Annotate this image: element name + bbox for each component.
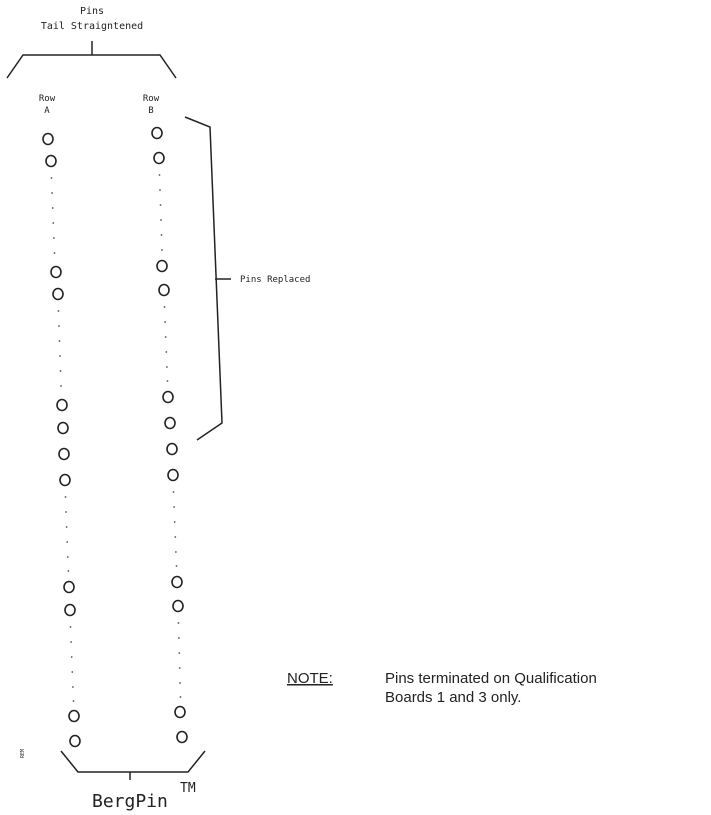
pin bbox=[164, 416, 176, 430]
pins-replaced-bracket bbox=[184, 116, 223, 441]
note-text-line1: Pins terminated on Qualification bbox=[385, 670, 597, 687]
side-mark: REM bbox=[20, 749, 26, 758]
bottom-bracket bbox=[60, 750, 206, 773]
pin bbox=[58, 447, 70, 461]
row-b-dots bbox=[158, 174, 182, 698]
pin bbox=[176, 730, 188, 744]
pin bbox=[158, 283, 170, 297]
pins-replaced-label: Pins Replaced bbox=[240, 275, 310, 285]
row-a-label: Row bbox=[39, 94, 56, 104]
pin bbox=[162, 390, 174, 404]
row-b-pins bbox=[151, 126, 188, 744]
note-text-line2: Boards 1 and 3 only. bbox=[385, 689, 521, 706]
pin bbox=[63, 580, 75, 594]
pin bbox=[59, 473, 71, 487]
pin bbox=[57, 421, 69, 435]
pin bbox=[42, 132, 54, 146]
row-a-pins bbox=[42, 132, 81, 748]
pin bbox=[56, 398, 68, 412]
pin bbox=[153, 151, 165, 165]
row-b-label: Row bbox=[143, 94, 160, 104]
row-a-letter: A bbox=[44, 106, 50, 116]
note-label: NOTE: bbox=[287, 670, 333, 687]
trademark-mark: TM bbox=[180, 781, 196, 796]
pin bbox=[171, 575, 183, 589]
bergpin-label: BergPin bbox=[92, 791, 168, 812]
pin bbox=[50, 265, 62, 279]
pin bbox=[52, 287, 64, 301]
top-label-pins: Pins bbox=[80, 6, 104, 17]
pin bbox=[151, 126, 163, 140]
pin bbox=[174, 705, 186, 719]
pin bbox=[166, 442, 178, 456]
top-bracket bbox=[6, 54, 177, 79]
pin bbox=[45, 154, 57, 168]
pin bbox=[156, 259, 168, 273]
top-label-tail-straightened: Tail Straigntened bbox=[41, 21, 143, 32]
pin bbox=[68, 709, 80, 723]
pin bbox=[69, 734, 81, 748]
pin bbox=[64, 603, 76, 617]
row-b-letter: B bbox=[148, 106, 153, 116]
pin bbox=[172, 599, 184, 613]
row-a-dots bbox=[50, 177, 75, 702]
pin bbox=[167, 468, 179, 482]
